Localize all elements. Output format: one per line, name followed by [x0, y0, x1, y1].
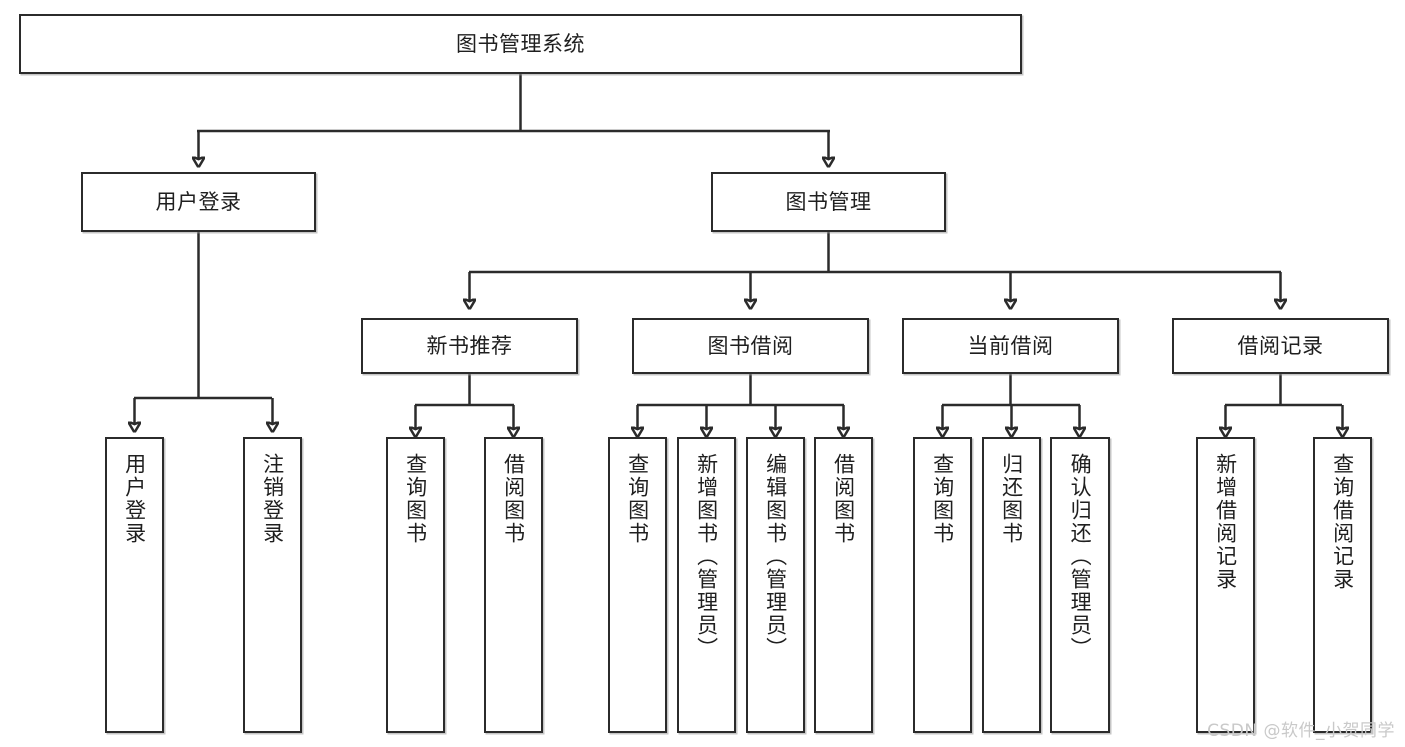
node-current-borrow[interactable]: 当前借阅: [902, 318, 1119, 374]
leaf-borrow-book-2-label: 借阅图书: [831, 453, 856, 545]
node-borrow-record-label: 借阅记录: [1237, 333, 1324, 358]
node-borrow-record[interactable]: 借阅记录: [1172, 318, 1389, 374]
leaf-query-book-2-label: 查询图书: [625, 453, 650, 545]
node-book-borrow[interactable]: 图书借阅: [632, 318, 869, 374]
node-user-login-label: 用户登录: [155, 189, 242, 214]
leaf-borrow-book-1[interactable]: 借阅图书: [484, 437, 543, 733]
csdn-watermark: CSDN @软件_小贺同学: [1207, 721, 1395, 741]
leaf-user-logout[interactable]: 注销登录: [243, 437, 302, 733]
node-new-book-rec[interactable]: 新书推荐: [361, 318, 578, 374]
node-user-login[interactable]: 用户登录: [81, 172, 316, 232]
leaf-return-book-label: 归还图书: [999, 453, 1024, 545]
leaf-query-book-1[interactable]: 查询图书: [386, 437, 445, 733]
leaf-query-book-1-label: 查询图书: [403, 453, 428, 545]
leaf-user-login-label: 用户登录: [122, 453, 147, 545]
leaf-confirm-return-label: 确认归还（管理员）: [1068, 453, 1093, 660]
leaf-return-book[interactable]: 归还图书: [982, 437, 1041, 733]
leaf-query-record[interactable]: 查询借阅记录: [1313, 437, 1372, 733]
leaf-query-record-label: 查询借阅记录: [1330, 453, 1355, 591]
leaf-borrow-book-1-label: 借阅图书: [501, 453, 526, 545]
node-root[interactable]: 图书管理系统: [19, 14, 1022, 74]
leaf-query-book-3-label: 查询图书: [930, 453, 955, 545]
leaf-add-book-label: 新增图书（管理员）: [694, 453, 719, 660]
leaf-add-book[interactable]: 新增图书（管理员）: [677, 437, 736, 733]
leaf-confirm-return[interactable]: 确认归还（管理员）: [1050, 437, 1110, 733]
node-root-label: 图书管理系统: [456, 31, 585, 56]
leaf-borrow-book-2[interactable]: 借阅图书: [814, 437, 873, 733]
leaf-user-logout-label: 注销登录: [260, 453, 285, 545]
node-current-borrow-label: 当前借阅: [967, 333, 1054, 358]
leaf-add-record[interactable]: 新增借阅记录: [1196, 437, 1255, 733]
leaf-edit-book-label: 编辑图书（管理员）: [763, 453, 788, 660]
node-book-manage-label: 图书管理: [785, 189, 872, 214]
leaf-query-book-3[interactable]: 查询图书: [913, 437, 972, 733]
leaf-edit-book[interactable]: 编辑图书（管理员）: [746, 437, 805, 733]
leaf-user-login[interactable]: 用户登录: [105, 437, 164, 733]
node-book-borrow-label: 图书借阅: [707, 333, 794, 358]
node-book-manage[interactable]: 图书管理: [711, 172, 946, 232]
leaf-query-book-2[interactable]: 查询图书: [608, 437, 667, 733]
node-new-book-rec-label: 新书推荐: [426, 333, 513, 358]
leaf-add-record-label: 新增借阅记录: [1213, 453, 1238, 591]
